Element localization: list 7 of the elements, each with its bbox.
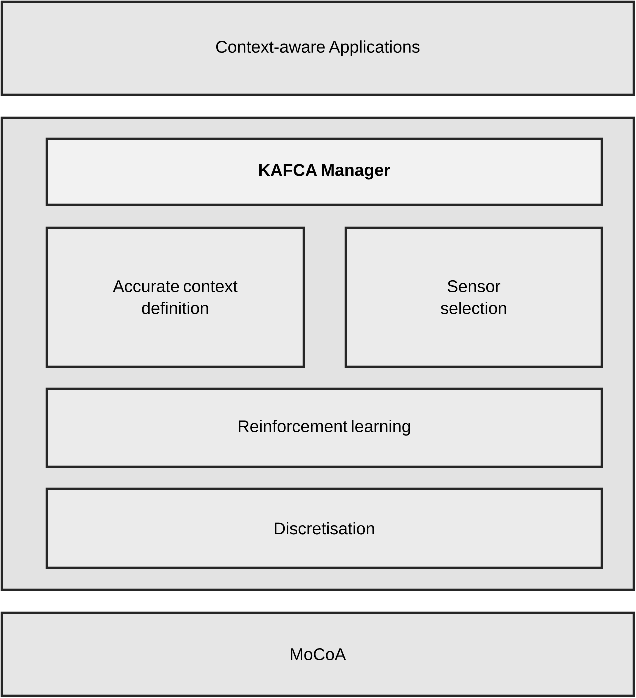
component-box: Discretisation — [46, 488, 604, 570]
component-box: Reinforcement learning — [46, 388, 604, 468]
layer-box: MoCoA — [0, 612, 636, 698]
component-box: KAFCA Manager — [46, 138, 604, 206]
layer-box: Context-aware Applications — [0, 0, 636, 96]
component-box: Accurate context definition — [46, 226, 306, 368]
component-box: Sensor selection — [344, 226, 604, 368]
